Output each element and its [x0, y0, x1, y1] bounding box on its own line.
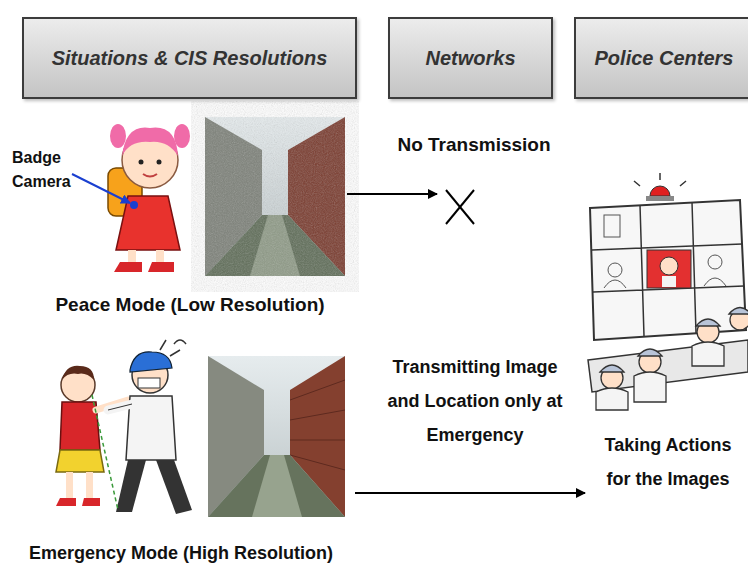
label-box: Taking Actions for the Images	[592, 428, 744, 496]
action-caption: Taking Actions for the Images	[592, 428, 744, 496]
arrow-label: Transmitting Image and Location only at …	[387, 350, 563, 452]
label-box: Emergency Mode (High Resolution)	[29, 540, 333, 566]
header-text: Police Centers	[585, 47, 744, 70]
emergency-illustration	[56, 340, 192, 514]
header-text: Situations & CIS Resolutions	[42, 47, 338, 70]
header-box: Situations & CIS Resolutions	[22, 17, 357, 99]
mode-caption: Emergency Mode (High Resolution)	[29, 540, 333, 566]
label-box: Badge Camera	[12, 146, 84, 194]
header-box: Networks	[388, 17, 553, 99]
street-photo	[208, 356, 345, 517]
arrow-label: No Transmission	[397, 133, 550, 157]
arrow-line	[347, 193, 437, 195]
label-box: Peace Mode (Low Resolution)	[55, 292, 324, 318]
street-photo	[205, 117, 345, 276]
leader-line	[72, 174, 130, 203]
label-box: No Transmission	[397, 133, 550, 157]
police-illustration	[588, 173, 748, 410]
header-text: Networks	[415, 47, 525, 70]
mode-caption: Peace Mode (Low Resolution)	[55, 292, 324, 318]
header-box: Police Centers	[574, 17, 748, 99]
callout-label: Badge Camera	[12, 146, 84, 194]
label-box: Transmitting Image and Location only at …	[387, 350, 563, 452]
cross-mark	[446, 190, 474, 224]
arrow-line	[355, 492, 585, 494]
